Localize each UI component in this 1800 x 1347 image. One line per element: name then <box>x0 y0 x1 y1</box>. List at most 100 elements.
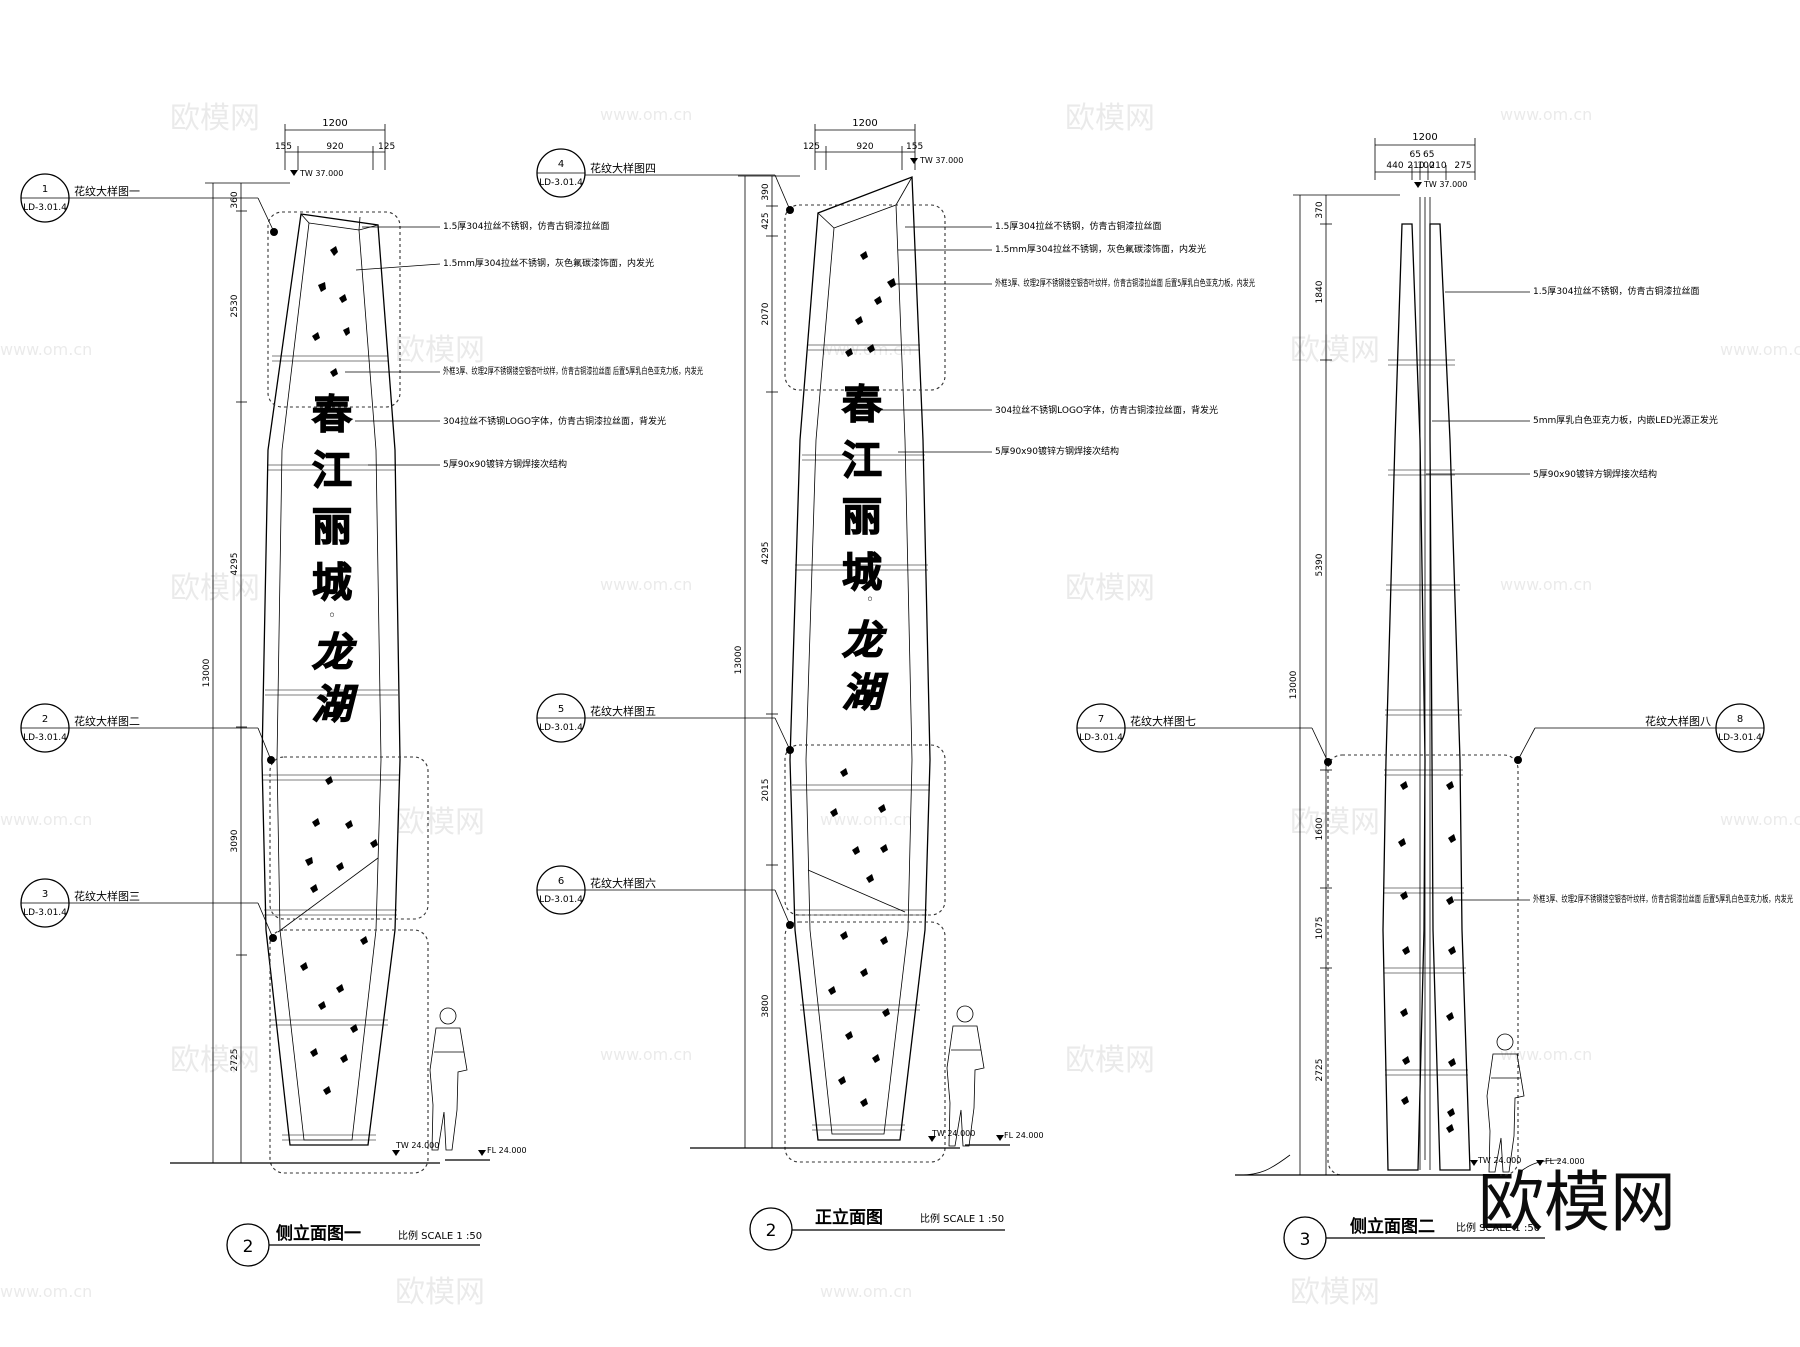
dim-label: 1840 <box>1315 280 1325 303</box>
logo-char: 春 <box>312 392 352 438</box>
detail-zone <box>784 204 946 391</box>
detail-zone <box>784 744 946 916</box>
material-note: 外框3厚、纹理2厚不锈钢镂空银杏叶纹样，仿青古铜漆拉丝面 后置5厚乳白色亚克力板… <box>443 365 703 377</box>
callout-number: 4 <box>558 159 564 170</box>
watermark-url: www.om.cn <box>820 340 912 359</box>
level-label: TW 37.000 <box>299 169 343 178</box>
dim-label: 275 <box>1454 161 1471 171</box>
dim-label: 125 <box>803 142 820 152</box>
material-notes: 1.5厚304拉丝不锈钢，仿青古铜漆拉丝面 1.5mm厚304拉丝不锈钢，灰色氟… <box>345 220 703 470</box>
watermark-brand: 欧模网 <box>1065 571 1155 606</box>
height-dimension-chain: 360 2530 4295 3090 2725 13000 <box>202 182 290 1164</box>
logo-characters: 春 江 丽 城 ◦ 龙 湖 <box>841 381 888 716</box>
ginkgo-leaf-pattern <box>1398 781 1456 1133</box>
logo-char: 湖 <box>842 670 888 716</box>
ginkgo-leaf-pattern <box>828 251 896 1107</box>
elevation-title: 2 正立面图 比例 SCALE 1 :50 <box>749 1207 1005 1251</box>
logo-char: 城 <box>842 550 882 596</box>
elevation-title-text: 侧立面图一 <box>276 1223 361 1244</box>
callout-label: 花纹大样图三 <box>74 889 140 903</box>
callout-number: 8 <box>1737 714 1743 725</box>
dim-label: 100 <box>1417 161 1434 171</box>
material-note: 5厚90x90镀锌方钢焊接次结构 <box>443 458 567 470</box>
watermark-layer: 欧模网 www.om.cn 欧模网 www.om.cn www.om.cn 欧模… <box>0 101 1800 1310</box>
human-scale-figure <box>946 1005 985 1147</box>
watermark-url: www.om.cn <box>1500 575 1592 594</box>
logo-char: 丽 <box>842 494 882 540</box>
ground-line: TW 24.000 FL 24.000 <box>690 1129 1044 1149</box>
dim-label: 2530 <box>230 294 240 317</box>
height-dimension-chain: 370 1840 5390 1600 1075 2725 13000 <box>1240 194 1400 1176</box>
dim-label: 65 <box>1423 150 1434 160</box>
dim-label: 920 <box>856 142 873 152</box>
callout-label: 花纹大样图四 <box>590 161 656 175</box>
material-note: 5厚90x90镀锌方钢焊接次结构 <box>995 445 1119 457</box>
elevation-title-text: 侧立面图二 <box>1350 1216 1435 1237</box>
callout-sheet: LD-3.01.4 <box>539 895 583 905</box>
dim-label: 2015 <box>761 779 771 802</box>
material-note: 5mm厚乳白色亚克力板，内嵌LED光源正发光 <box>1533 414 1718 426</box>
detail-callout-5: 5 LD-3.01.4 花纹大样图五 <box>536 693 794 754</box>
detail-zone <box>269 929 429 1174</box>
callout-sheet: LD-3.01.4 <box>23 733 67 743</box>
material-note: 304拉丝不锈钢LOGO字体，仿青古铜漆拉丝面，背发光 <box>443 415 666 427</box>
watermark-brand: 欧模网 <box>395 333 485 368</box>
callout-number: 2 <box>42 714 48 725</box>
pylon-body <box>789 176 931 1141</box>
watermark-url: www.om.cn <box>600 1045 692 1064</box>
watermark-brand: 欧模网 <box>170 1043 260 1078</box>
top-width-dimension: 1200 125 920 155 TW 37.000 <box>803 118 963 170</box>
detail-zone <box>784 921 946 1163</box>
elevation-side-two: 1200 65 65 440 210 100 210 275 TW 37.000… <box>1076 132 1793 1260</box>
level-label: FL 24.000 <box>487 1146 527 1155</box>
elevation-scale: 比例 SCALE 1 :50 <box>398 1229 482 1242</box>
material-note: 外框3厚、纹理2厚不锈钢镂空银杏叶纹样，仿青古铜漆拉丝面 后置5厚乳白色亚克力板… <box>995 277 1255 289</box>
detail-callout-6: 6 LD-3.01.4 花纹大样图六 <box>536 865 794 929</box>
material-note: 1.5厚304拉丝不锈钢，仿青古铜漆拉丝面 <box>995 220 1162 232</box>
material-note: 1.5厚304拉丝不锈钢，仿青古铜漆拉丝面 <box>1533 285 1700 297</box>
dim-label: 13000 <box>734 645 744 674</box>
dim-label: 2725 <box>230 1049 240 1072</box>
watermark-brand: 欧模网 <box>170 101 260 136</box>
title-marker-number: 3 <box>1300 1230 1311 1250</box>
dim-label: 5390 <box>1315 553 1325 576</box>
dim-label: 4295 <box>230 553 240 576</box>
callout-sheet: LD-3.01.4 <box>1718 733 1762 743</box>
elevation-title: 2 侧立面图一 比例 SCALE 1 :50 <box>226 1223 482 1267</box>
logo-char: ◦ <box>866 592 874 608</box>
dim-label: 3090 <box>230 829 240 852</box>
dim-label: 2725 <box>1315 1059 1325 1082</box>
logo-char: 江 <box>312 448 352 494</box>
elevation-scale: 比例 SCALE 1 :50 <box>920 1212 1004 1225</box>
dim-label: 210 <box>1429 161 1446 171</box>
level-label: FL 24.000 <box>1004 1131 1044 1140</box>
callout-label: 花纹大样图二 <box>74 714 140 728</box>
dim-label: 65 <box>1410 150 1421 160</box>
detail-callout-3: 3 LD-3.01.4 花纹大样图三 <box>20 878 277 942</box>
logo-characters: 春 江 丽 城 ◦ 龙 湖 <box>311 391 358 728</box>
watermark-url: www.om.cn <box>600 105 692 124</box>
elevation-title-text: 正立面图 <box>815 1207 883 1228</box>
level-label: TW 24.000 <box>395 1141 439 1150</box>
dim-label: 155 <box>275 142 292 152</box>
callout-number: 7 <box>1098 714 1104 725</box>
dim-label: 13000 <box>1289 670 1299 699</box>
callout-number: 3 <box>42 889 48 900</box>
dim-label: 1200 <box>1412 132 1437 143</box>
dim-label: 3800 <box>761 994 771 1017</box>
callout-label: 花纹大样图八 <box>1645 714 1711 728</box>
callout-number: 1 <box>42 184 48 195</box>
dim-label: 920 <box>326 142 343 152</box>
detail-callout-2: 2 LD-3.01.4 花纹大样图二 <box>20 703 275 764</box>
watermark-url: www.om.cn <box>0 340 92 359</box>
watermark-brand: 欧模网 <box>1065 1043 1155 1078</box>
logo-char: 湖 <box>312 682 358 728</box>
dim-label: 1075 <box>1315 917 1325 940</box>
human-scale-figure <box>1486 1033 1525 1173</box>
callout-label: 花纹大样图五 <box>590 704 656 718</box>
watermark-brand: 欧模网 <box>170 571 260 606</box>
level-label: TW 24.000 <box>931 1129 975 1138</box>
top-width-dimension: 1200 65 65 440 210 100 210 275 TW 37.000 <box>1374 132 1476 189</box>
watermark-brand: 欧模网 <box>1290 333 1380 368</box>
watermark-url: www.om.cn <box>820 810 912 829</box>
